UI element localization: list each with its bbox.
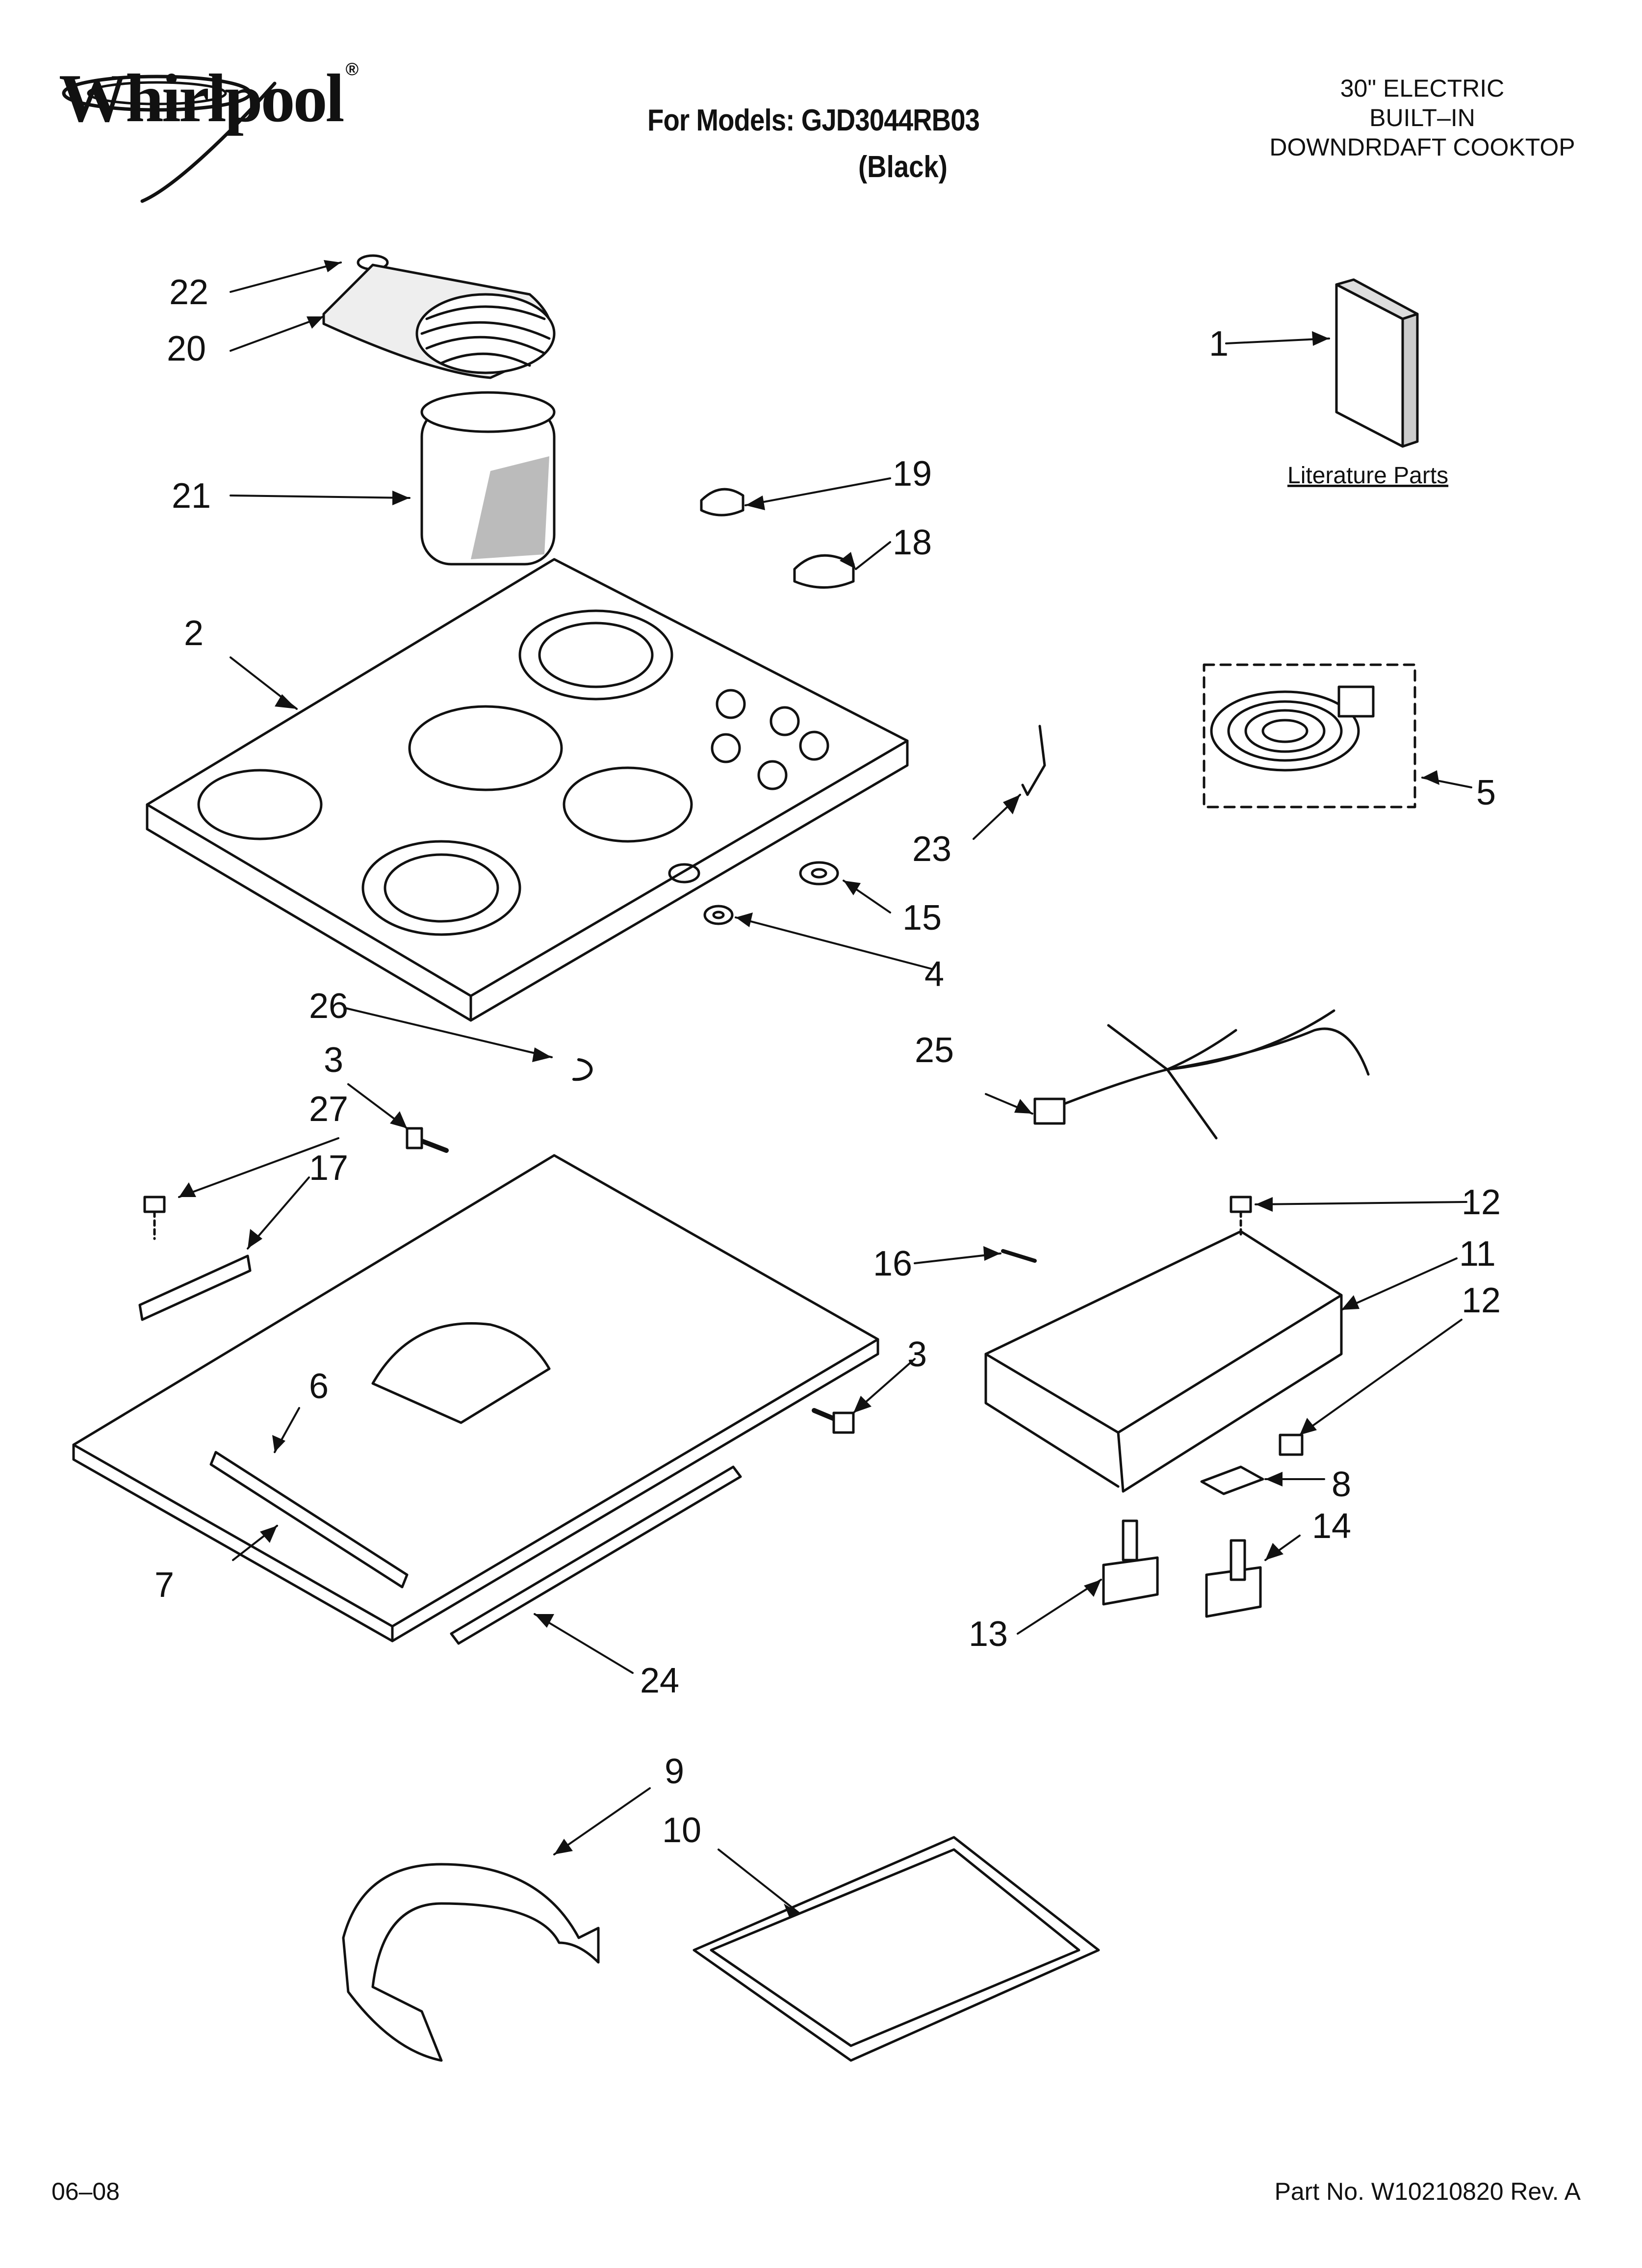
part-vent-grille	[322, 263, 556, 379]
callout-8: 8	[1332, 1465, 1351, 1504]
logo-swirl	[62, 75, 277, 203]
part-clip	[1021, 725, 1046, 796]
callout-13: 13	[969, 1615, 1008, 1654]
callout-11: 11	[1459, 1234, 1496, 1274]
part-surface-element	[1203, 663, 1416, 808]
callout-27: 27	[309, 1090, 348, 1129]
part-grommet-small	[703, 905, 734, 925]
description-line-2: BUILT–IN	[1369, 104, 1475, 131]
part-infinite-switch-14	[1205, 1539, 1262, 1618]
callout-3-right: 3	[907, 1335, 927, 1374]
callout-20: 20	[167, 329, 206, 368]
part-screw-27	[143, 1196, 166, 1240]
callout-7: 7	[154, 1565, 174, 1605]
part-wire-harness	[1033, 1009, 1370, 1140]
part-screw-12-side	[1279, 1434, 1304, 1456]
part-grommet-large	[799, 861, 839, 886]
model-color: (Black)	[858, 150, 948, 184]
part-blower-band	[342, 1863, 600, 2062]
part-pin	[1001, 1249, 1037, 1263]
part-screw-3-top	[406, 1127, 449, 1153]
part-screw-3-right	[812, 1408, 855, 1434]
callout-2: 2	[184, 614, 204, 653]
part-shield-plate	[1200, 1465, 1264, 1495]
part-literature-booklet	[1335, 278, 1419, 448]
part-base-frame	[693, 1836, 1100, 2062]
part-number: Part No. W10210820 Rev. A	[1274, 2178, 1581, 2205]
part-cooktop-glass	[146, 558, 909, 1022]
callout-19: 19	[893, 454, 932, 494]
callout-21: 21	[172, 476, 211, 516]
part-retaining-ring	[572, 1058, 593, 1081]
callout-leader-lines	[178, 261, 1472, 1914]
part-mounting-bracket	[209, 1451, 409, 1589]
callout-numbers: 1 2 3 3 4 5 6 7 8 9 10 11 12 12 13 14 15…	[154, 273, 1501, 1850]
callout-10: 10	[662, 1811, 701, 1850]
callout-22: 22	[169, 273, 208, 312]
part-downdraft-filter	[420, 391, 556, 566]
product-description: 30" ELECTRIC BUILT–IN DOWNDRDAFT COOKTOP	[1236, 74, 1609, 162]
callout-6: 6	[309, 1367, 329, 1406]
callout-14: 14	[1312, 1507, 1351, 1546]
callout-4: 4	[924, 955, 944, 994]
callout-18: 18	[893, 523, 932, 562]
callout-23: 23	[912, 830, 951, 869]
part-chassis-tray	[72, 1154, 879, 1642]
part-infinite-switch-13	[1102, 1519, 1159, 1606]
callout-12-top: 12	[1462, 1183, 1501, 1222]
callout-9: 9	[665, 1752, 684, 1791]
callout-3-top: 3	[324, 1041, 343, 1080]
part-screw-12-top	[1230, 1196, 1252, 1238]
revision-date: 06–08	[51, 2178, 120, 2205]
callout-17: 17	[309, 1148, 348, 1188]
part-knob-large	[793, 554, 855, 589]
callout-16: 16	[873, 1244, 912, 1283]
callout-5: 5	[1476, 773, 1496, 812]
literature-parts-label: Literature Parts	[1287, 463, 1448, 489]
callout-12-side: 12	[1462, 1281, 1501, 1320]
callout-1: 1	[1209, 324, 1229, 364]
callout-24: 24	[640, 1661, 679, 1700]
part-knob-small	[700, 488, 744, 517]
callout-arrowheads	[179, 260, 1439, 1918]
part-trim-strip	[450, 1465, 742, 1645]
description-line-3: DOWNDRDAFT COOKTOP	[1269, 133, 1575, 161]
whirlpool-logo: Whirlpool®	[59, 59, 359, 136]
description-line-1: 30" ELECTRIC	[1340, 75, 1505, 102]
model-title: For Models: GJD3044RB03	[647, 104, 980, 137]
callout-26: 26	[309, 987, 348, 1026]
callout-15: 15	[902, 898, 942, 938]
part-small-bracket	[138, 1254, 252, 1321]
callout-25: 25	[915, 1031, 954, 1070]
